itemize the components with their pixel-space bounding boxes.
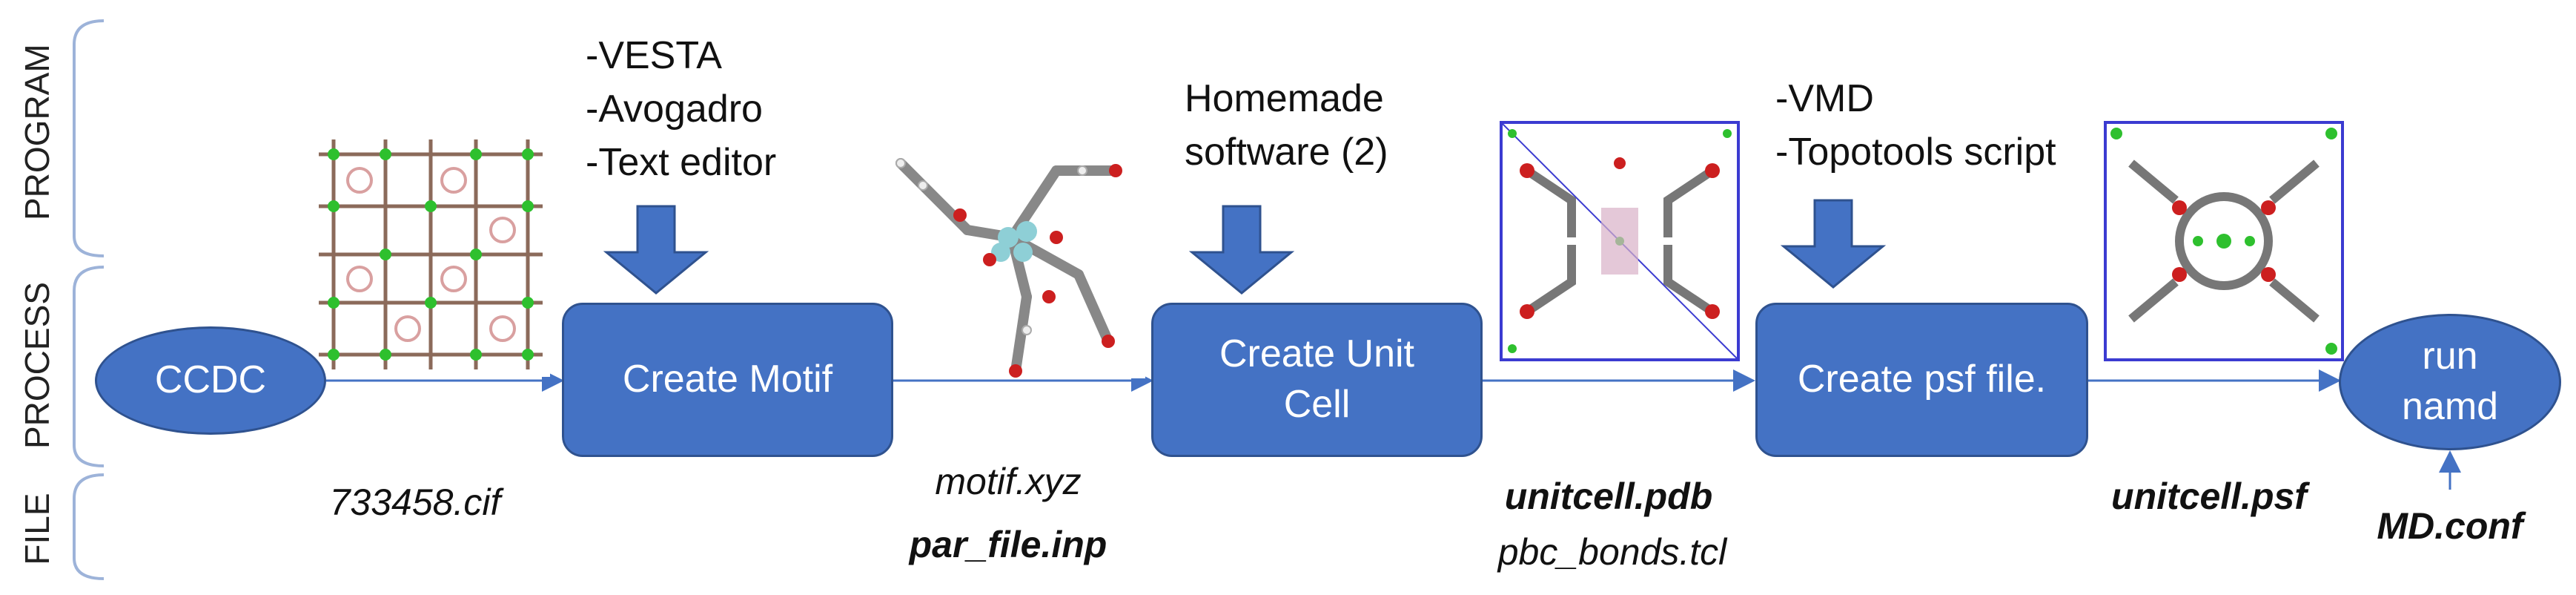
program-unitcell-tools: Homemade software (2) bbox=[1185, 77, 1388, 174]
file-motif-xyz: motif.xyz bbox=[935, 461, 1082, 502]
file-bracket bbox=[73, 473, 105, 580]
node-run-namd-label: run namd bbox=[2402, 335, 2499, 428]
file-unitcell-psf: unitcell.psf bbox=[2111, 476, 2307, 517]
down-arrow-motif bbox=[603, 205, 709, 295]
node-create-unit-cell-label: Create Unit Cell bbox=[1219, 332, 1414, 426]
file-pbc-bonds: pbc_bonds.tcl bbox=[1497, 531, 1727, 573]
program-bracket bbox=[73, 19, 105, 257]
lane-label-process: PROCESS bbox=[18, 282, 56, 449]
node-create-psf: Create psf file. bbox=[1755, 303, 2088, 457]
down-arrow-unitcell bbox=[1188, 205, 1295, 295]
file-cif: 733458.cif bbox=[329, 481, 501, 523]
unitcell-image bbox=[1497, 119, 1742, 364]
motif-molecule-image bbox=[878, 148, 1145, 378]
down-arrow-psf bbox=[1780, 199, 1887, 289]
process-bracket bbox=[73, 266, 105, 467]
file-par-inp: par_file.inp bbox=[909, 524, 1107, 565]
program-psf-tools: -VMD -Topotools script bbox=[1775, 77, 2056, 174]
node-run-namd: run namd bbox=[2339, 314, 2561, 450]
node-ccdc: CCDC bbox=[95, 326, 326, 435]
file-unitcell-pdb: unitcell.pdb bbox=[1504, 476, 1713, 517]
file-md-conf: MD.conf bbox=[2377, 505, 2523, 547]
node-create-motif: Create Motif bbox=[562, 303, 893, 457]
program-motif-tools: -VESTA -Avogadro -Text editor bbox=[586, 34, 777, 184]
lane-label-program: PROGRAM bbox=[18, 44, 56, 220]
psf-structure-image bbox=[2102, 119, 2346, 364]
node-create-unit-cell: Create Unit Cell bbox=[1151, 303, 1483, 457]
lane-label-file: FILE bbox=[18, 493, 56, 565]
crystal-lattice-image bbox=[311, 132, 550, 377]
